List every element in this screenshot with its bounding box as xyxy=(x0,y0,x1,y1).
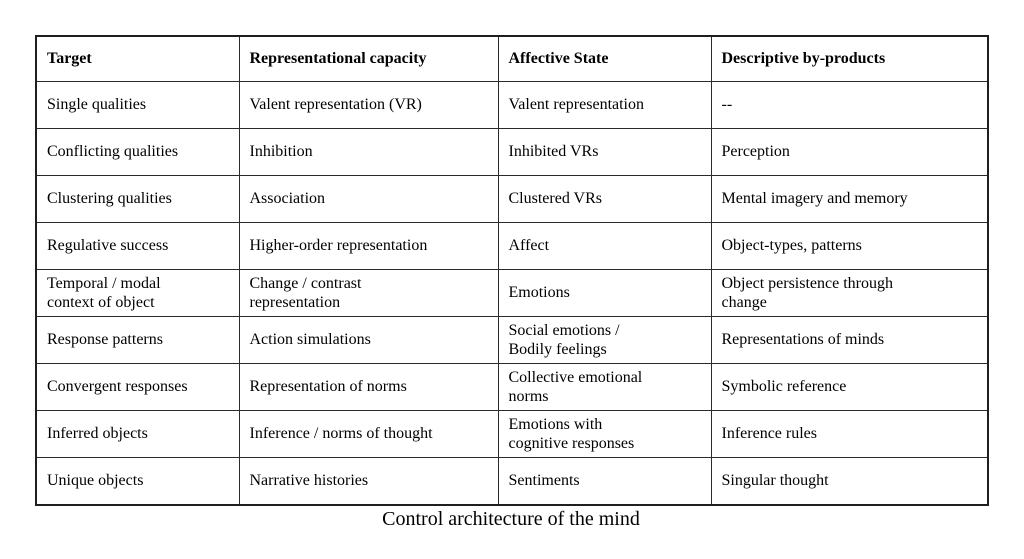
table-cell-affective: Social emotions / Bodily feelings xyxy=(497,316,712,364)
table-cell-capacity: Higher-order representation xyxy=(238,222,499,270)
table-cell-target: Clustering qualities xyxy=(35,175,240,223)
column-header-representational-capacity: Representational capacity xyxy=(238,35,499,82)
table-cell-target: Inferred objects xyxy=(35,410,240,458)
table-cell-target: Temporal / modal context of object xyxy=(35,269,240,317)
table-cell-affective: Sentiments xyxy=(497,457,712,506)
table-cell-byproduct: Mental imagery and memory xyxy=(710,175,989,223)
control-architecture-table: Target Representational capacity Affecti… xyxy=(35,35,989,506)
table-cell-target: Response patterns xyxy=(35,316,240,364)
table-cell-target: Regulative success xyxy=(35,222,240,270)
table-row: Unique objects Narrative histories Senti… xyxy=(35,457,989,506)
column-header-target: Target xyxy=(35,35,240,82)
table-cell-byproduct: Object-types, patterns xyxy=(710,222,989,270)
table-row: Conflicting qualities Inhibition Inhibit… xyxy=(35,128,989,176)
table-row: Single qualities Valent representation (… xyxy=(35,81,989,129)
table-cell-affective: Clustered VRs xyxy=(497,175,712,223)
table-row: Temporal / modal context of object Chang… xyxy=(35,269,989,317)
table-cell-affective: Emotions with cognitive responses xyxy=(497,410,712,458)
table-cell-capacity: Inference / norms of thought xyxy=(238,410,499,458)
table-row: Response patterns Action simulations Soc… xyxy=(35,316,989,364)
column-header-descriptive-by-products: Descriptive by-products xyxy=(710,35,989,82)
table-cell-target: Unique objects xyxy=(35,457,240,506)
table-cell-byproduct: Representations of minds xyxy=(710,316,989,364)
table-cell-affective: Affect xyxy=(497,222,712,270)
table-cell-affective: Inhibited VRs xyxy=(497,128,712,176)
table-row: Clustering qualities Association Cluster… xyxy=(35,175,989,223)
table-cell-byproduct: Object persistence through change xyxy=(710,269,989,317)
table-row: Inferred objects Inference / norms of th… xyxy=(35,410,989,458)
table-cell-affective: Collective emotional norms xyxy=(497,363,712,411)
column-header-affective-state: Affective State xyxy=(497,35,712,82)
table-cell-byproduct: Symbolic reference xyxy=(710,363,989,411)
table-cell-target: Single qualities xyxy=(35,81,240,129)
table-caption: Control architecture of the mind xyxy=(382,508,640,530)
table-row: Regulative success Higher-order represen… xyxy=(35,222,989,270)
table-row: Convergent responses Representation of n… xyxy=(35,363,989,411)
table-cell-capacity: Action simulations xyxy=(238,316,499,364)
table-cell-byproduct: -- xyxy=(710,81,989,129)
table-cell-capacity: Valent representation (VR) xyxy=(238,81,499,129)
table-cell-capacity: Narrative histories xyxy=(238,457,499,506)
table-cell-capacity: Inhibition xyxy=(238,128,499,176)
table-header-row: Target Representational capacity Affecti… xyxy=(35,35,989,82)
table-cell-target: Conflicting qualities xyxy=(35,128,240,176)
table-cell-capacity: Association xyxy=(238,175,499,223)
table-cell-byproduct: Inference rules xyxy=(710,410,989,458)
table-cell-capacity: Representation of norms xyxy=(238,363,499,411)
table-cell-capacity: Change / contrast representation xyxy=(238,269,499,317)
table-cell-byproduct: Singular thought xyxy=(710,457,989,506)
table-cell-affective: Valent representation xyxy=(497,81,712,129)
table-cell-byproduct: Perception xyxy=(710,128,989,176)
table-cell-affective: Emotions xyxy=(497,269,712,317)
table-cell-target: Convergent responses xyxy=(35,363,240,411)
